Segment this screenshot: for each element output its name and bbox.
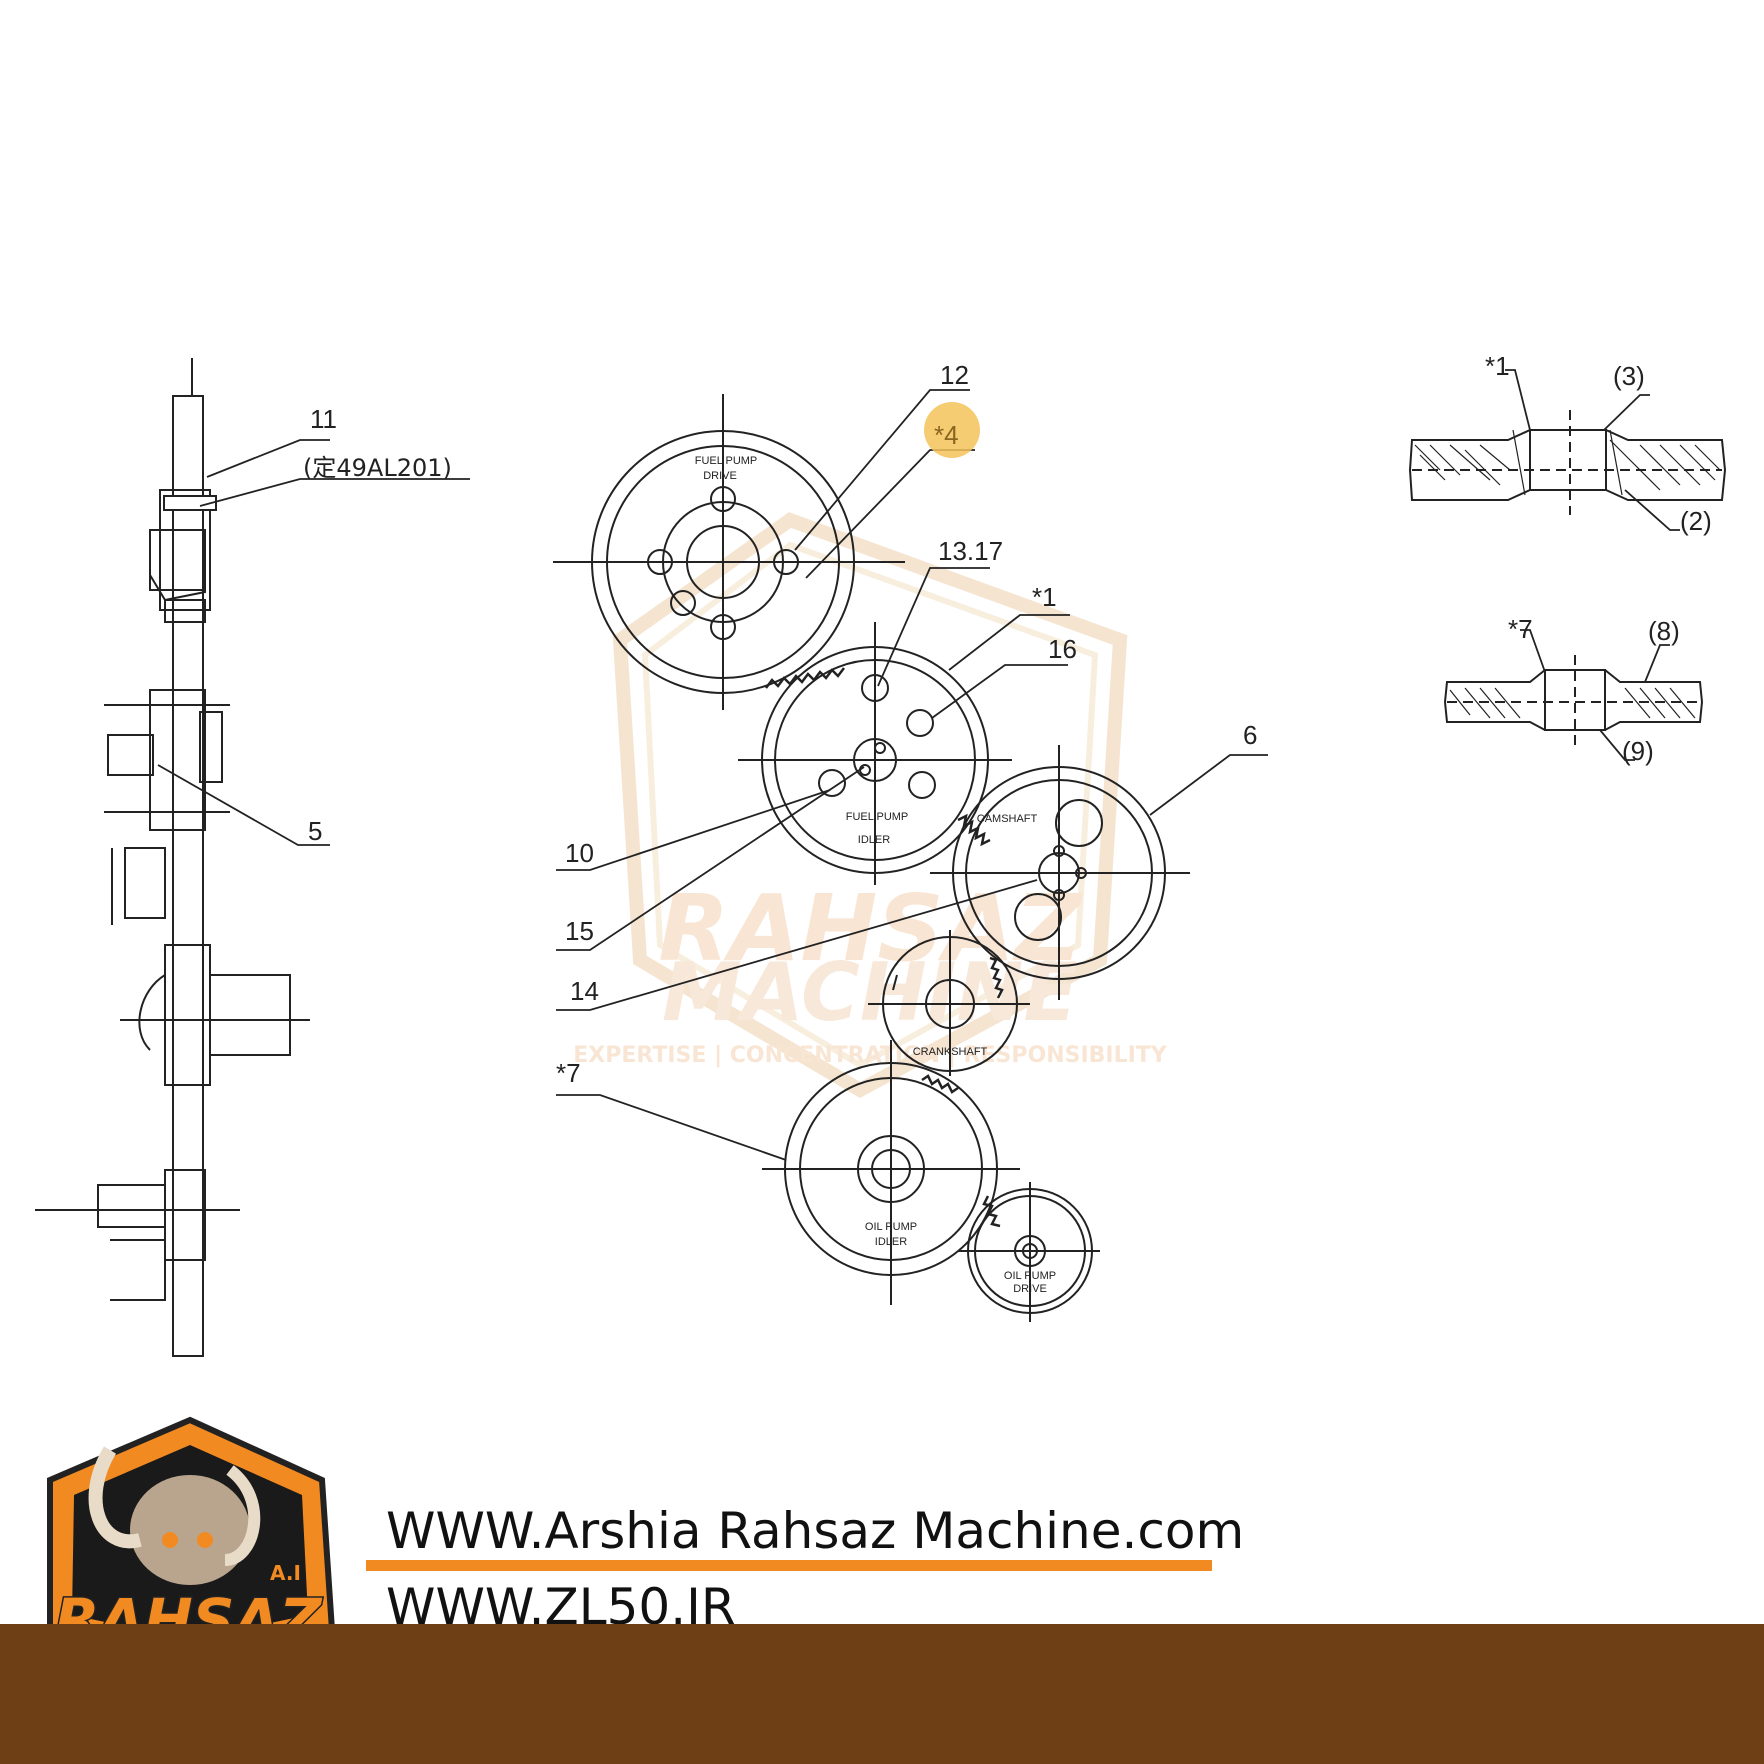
oil-pump-drive-gear (958, 1182, 1100, 1322)
section-view-top (1408, 369, 1727, 531)
section-callout-9: (9) (1622, 736, 1654, 766)
callout-4: *4 (934, 420, 959, 450)
label-fuel-pump-idler-1: FUEL PUMP (846, 811, 909, 823)
camshaft-gear (930, 745, 1190, 1000)
logo-initials: A.I (270, 1561, 301, 1585)
label-oil-pump-drive-2: DRIVE (1013, 1283, 1047, 1295)
callout-10: 10 (565, 838, 594, 868)
watermark-line2: MACHINE (662, 946, 1078, 1039)
callout-15: 15 (565, 916, 594, 946)
label-fuel-pump-idler-2: IDLER (858, 834, 890, 846)
callout-6: 6 (1243, 720, 1257, 750)
callout-13-17: 13.17 (938, 536, 1003, 566)
callout-1: *1 (1032, 582, 1057, 612)
section-callout-3: (3) (1613, 361, 1645, 391)
section-view-bottom (1443, 629, 1704, 761)
callout-14: 14 (570, 976, 599, 1006)
footer-band (0, 1624, 1764, 1764)
gear-labels: FUEL PUMP DRIVE FUEL PUMP IDLER CAMSHAFT… (695, 455, 1056, 1295)
callout-16: 16 (1048, 634, 1077, 664)
section-callout-7: *7 (1508, 614, 1533, 644)
label-oil-pump-drive-1: OIL PUMP (1004, 1270, 1056, 1282)
label-oil-pump-idler-2: IDLER (875, 1236, 907, 1248)
callout-5: 5 (308, 816, 322, 846)
fuel-pump-drive-gear (553, 394, 905, 710)
gear-teeth (765, 667, 1004, 1228)
rahsaz-logo: A.I RAHSAZ (47, 1416, 336, 1664)
oil-pump-idler-gear (762, 1040, 1020, 1305)
label-fuel-pump-drive-2: DRIVE (703, 470, 737, 482)
callout-standard-ref: (定49AL201) (303, 454, 452, 482)
watermark: RAHSAZ MACHINE EXPERTISE | CONCENTRATION… (573, 512, 1168, 1099)
section-callout-8: (8) (1648, 616, 1680, 646)
callout-7: *7 (556, 1058, 581, 1088)
callout-11: 11 (310, 404, 337, 434)
label-oil-pump-idler-1: OIL PUMP (865, 1221, 917, 1233)
leader-lines (157, 389, 1268, 1161)
website-url-primary[interactable]: WWW.Arshia Rahsaz Machine.com (386, 1502, 1245, 1560)
section-callout-2: (2) (1680, 506, 1712, 536)
side-view (35, 358, 310, 1357)
callout-12: 12 (940, 360, 969, 390)
section-callout-1: *1 (1485, 351, 1510, 381)
highlight-marker (924, 402, 980, 458)
callout-labels: 11 (定49AL201) 5 12 *4 13.17 *1 16 6 10 1… (303, 351, 1712, 1088)
label-camshaft: CAMSHAFT (977, 813, 1038, 825)
watermark-line3: EXPERTISE | CONCENTRATION | RESPONSIBILI… (573, 1043, 1168, 1068)
url-underline (366, 1560, 1212, 1571)
label-crankshaft: CRANKSHAFT (913, 1046, 988, 1058)
label-fuel-pump-drive-1: FUEL PUMP (695, 455, 758, 467)
crankshaft-gear (868, 930, 1030, 1076)
